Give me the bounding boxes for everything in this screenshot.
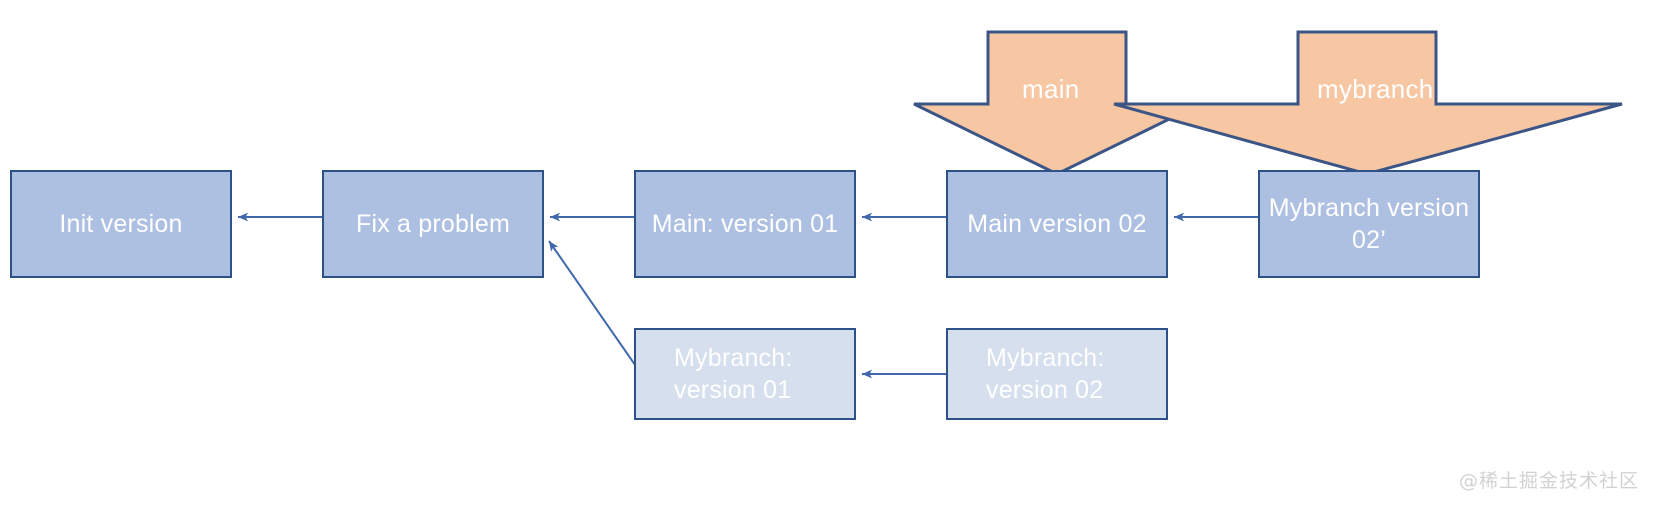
node-label: Mybranch: version 01	[674, 344, 793, 404]
node-main-version-01[interactable]: Main: version 01	[634, 170, 856, 278]
node-label: Main version 02	[967, 210, 1147, 238]
node-init-version[interactable]: Init version	[10, 170, 232, 278]
node-label: Fix a problem	[355, 210, 511, 238]
node-main-version-02[interactable]: Main version 02	[946, 170, 1168, 278]
node-label: Init version	[59, 210, 183, 238]
node-fix-a-problem[interactable]: Fix a problem	[322, 170, 544, 278]
node-label: Main: version 01	[651, 210, 839, 238]
branch-pointer-main-label: main	[1022, 74, 1080, 104]
node-label: Mybranch version 02’	[1268, 194, 1470, 254]
node-mybranch-version-01[interactable]: Mybranch: version 01	[634, 328, 856, 420]
connector-mybranch01-to-fix	[548, 240, 641, 373]
node-label: Mybranch: version 02	[986, 344, 1105, 404]
node-mybranch-version-02[interactable]: Mybranch: version 02	[946, 328, 1168, 420]
node-mybranch-version-02-prime[interactable]: Mybranch version 02’	[1258, 170, 1480, 278]
branch-pointer-mybranch-label: mybranch	[1317, 74, 1434, 104]
watermark: @稀土掘金技术社区	[1458, 470, 1639, 492]
